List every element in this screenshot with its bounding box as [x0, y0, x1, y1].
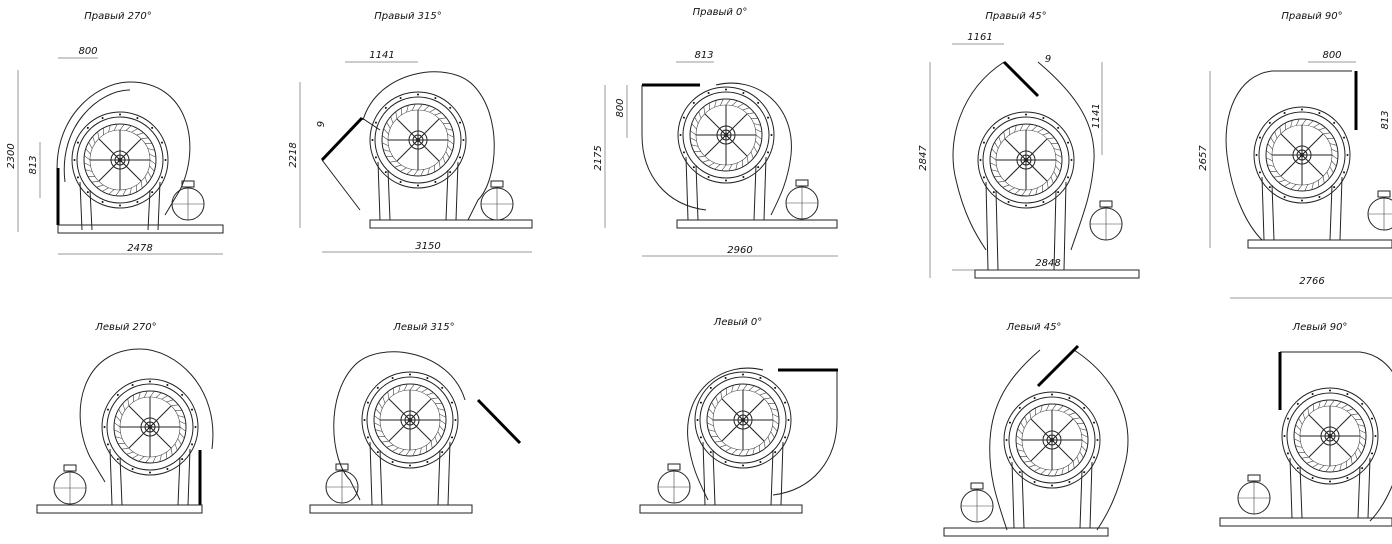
dimension-label: 2766: [1299, 276, 1324, 287]
dimension-label: 813: [1380, 110, 1391, 129]
view-title: Правый 315°: [374, 11, 442, 22]
dimension-label: 2847: [918, 145, 929, 171]
dimension-label: 2657: [1198, 145, 1209, 171]
dimension-label: 800: [1322, 50, 1341, 61]
dimension-label: 2175: [593, 145, 604, 170]
view-title: Правый 90°: [1281, 11, 1342, 22]
view-title: Правый 270°: [84, 11, 152, 22]
view-left-45: Левый 45°: [943, 322, 1129, 537]
view-right-315: Правый 315° 1141 9 2218 3150: [288, 11, 533, 253]
view-left-0: Левый 0°: [639, 317, 838, 514]
view-right-90: Правый 90° 800 813 2657 2766: [1198, 11, 1392, 299]
dimension-label: 800: [615, 98, 626, 117]
view-right-0: Правый 0° 813 800 2175 2960: [593, 7, 838, 257]
view-right-45: Правый 45° 1161 9 1141 2847 2848: [918, 11, 1140, 279]
dimension-label: 813: [694, 50, 713, 61]
dimension-label: 2300: [6, 143, 17, 168]
dimension-label: 2960: [727, 245, 752, 256]
dimension-label: 9: [1045, 54, 1051, 65]
dimension-label: 1161: [967, 32, 992, 43]
view-right-270: Правый 270° 800 2300 813 2478: [6, 11, 224, 255]
dimension-label: 2478: [127, 243, 152, 254]
view-left-315: Левый 315°: [309, 322, 522, 514]
view-left-270: Левый 270°: [36, 322, 214, 514]
view-title: Левый 315°: [392, 322, 454, 333]
dimension-label: 9: [316, 121, 327, 127]
dimension-label: 1141: [1091, 103, 1102, 128]
dimension-label: 3150: [415, 241, 440, 252]
view-title: Левый 0°: [713, 317, 763, 328]
view-title: Правый 45°: [985, 11, 1046, 22]
dimension-label: 2218: [288, 142, 299, 167]
dimension-label: 1141: [369, 50, 394, 61]
dimension-label: 813: [28, 155, 39, 174]
view-title: Левый 270°: [94, 322, 156, 333]
view-title: Левый 45°: [1006, 322, 1062, 333]
dimension-label: 800: [78, 46, 97, 57]
dimension-label: 2848: [1035, 258, 1060, 269]
view-title: Правый 0°: [693, 7, 748, 18]
view-title: Левый 90°: [1292, 322, 1348, 333]
view-left-90: Левый 90°: [1219, 322, 1392, 527]
